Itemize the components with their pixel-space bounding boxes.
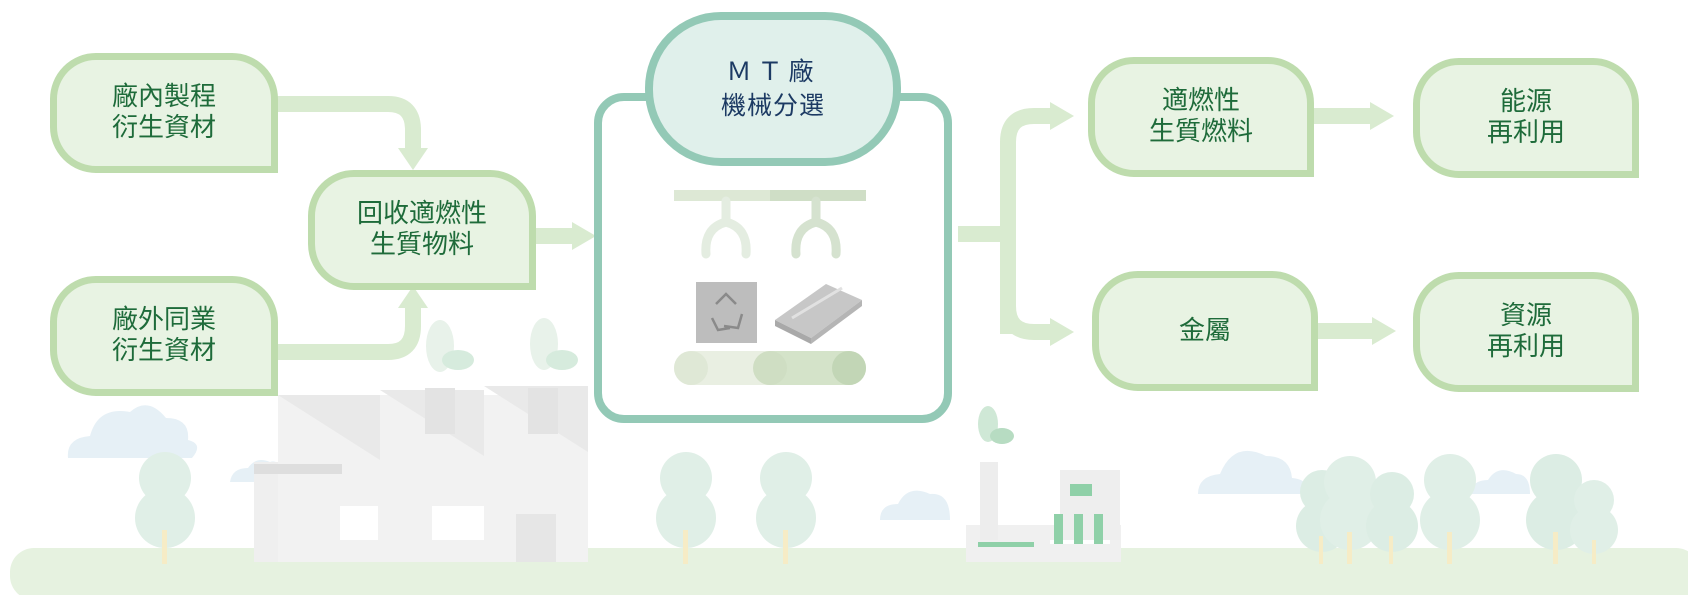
tree-icon	[756, 452, 816, 564]
arrowhead	[1050, 102, 1396, 346]
box-label: 廠內製程 衍生資材	[111, 82, 216, 143]
collection-box: 回收適燃性 生質物料	[308, 170, 536, 290]
output-fuel-box: 適燃性 生質燃料	[1088, 57, 1314, 177]
connector-arrow	[276, 96, 574, 360]
tree-icon	[1320, 456, 1380, 564]
recycle-bin-icon	[696, 282, 757, 343]
box-label: 回收適燃性 生質物料	[356, 199, 487, 260]
robotic-claw-icon	[674, 190, 866, 259]
box-label: 金屬	[1178, 315, 1231, 346]
facility-title-pill: ＭＴ廠 機械分選	[645, 12, 901, 166]
tree-icon	[1570, 480, 1618, 564]
facility-title: ＭＴ廠	[726, 57, 820, 86]
tree-icon	[1366, 472, 1418, 564]
box-label: 適燃性 生質燃料	[1148, 86, 1253, 147]
cloud-icon	[880, 490, 950, 520]
tree-icon	[135, 452, 195, 564]
arrowhead	[398, 148, 596, 308]
box-label: 廠外同業 衍生資材	[111, 305, 216, 366]
connector-arrow	[958, 108, 1374, 340]
cloud-icon	[1470, 470, 1530, 494]
output-metal-box: 金屬	[1092, 271, 1318, 391]
conveyor-belt-icon	[674, 351, 866, 385]
box-label: 能源 再利用	[1486, 87, 1565, 148]
sprout-icon	[426, 318, 578, 372]
box-label: 資源 再利用	[1486, 301, 1565, 362]
tree-icon	[1420, 454, 1480, 564]
cloud-icon	[62, 405, 198, 458]
metal-plate-icon	[775, 284, 862, 344]
tree-icon	[656, 452, 716, 564]
facility-subtitle: 機械分選	[720, 91, 825, 120]
cloud-icon	[1198, 450, 1306, 494]
eco-plant-icon	[966, 406, 1121, 562]
source-external-box: 廠外同業 衍生資材	[50, 276, 278, 396]
use-resource-box: 資源 再利用	[1413, 272, 1639, 392]
source-internal-box: 廠內製程 衍生資材	[50, 53, 278, 173]
use-energy-box: 能源 再利用	[1413, 58, 1639, 178]
factory-icon	[254, 386, 588, 562]
